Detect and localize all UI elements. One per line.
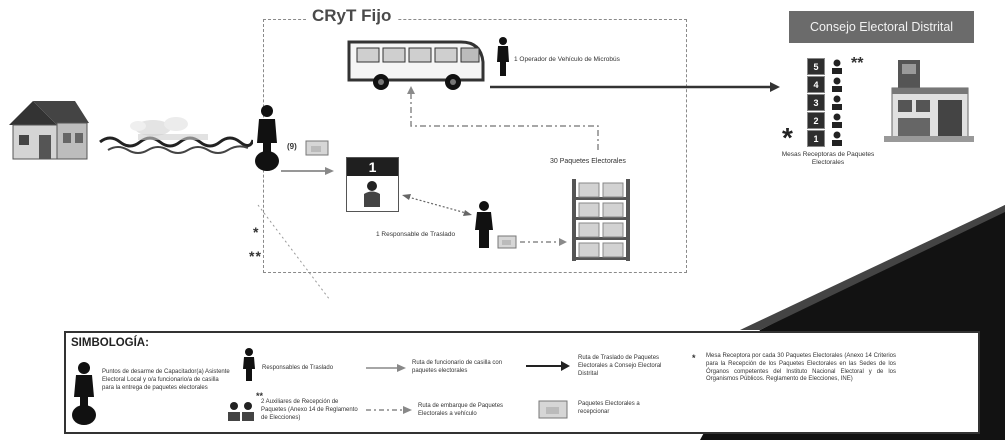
legend-auxiliares: 2 Auxiliares de Recepción de Paquetes (A… [261, 399, 358, 421]
embark-route-line [410, 94, 599, 150]
marker-single-star: * [253, 224, 259, 240]
legend-traslado-route-icon [526, 361, 570, 371]
funcionario-route-arrowhead [325, 167, 334, 175]
legend-responsables: Responsables de Traslado [262, 365, 334, 371]
consejo-title: Consejo Electoral Distrital [789, 11, 974, 43]
mesas-stack: 5 4 3 2 1 [807, 58, 847, 150]
route-to-consejo-arrowhead [770, 82, 780, 92]
mesas-single-star: * [782, 122, 793, 153]
legend-paquetes-recepcion: Paquetes Electorales a recepcionar [578, 401, 640, 415]
responsable-label: 1 Responsable de Traslado [376, 231, 456, 238]
legend-ruta-traslado: Ruta de Traslado de Paquetes Electorales… [578, 355, 662, 377]
legend-panel: SIMBOLOGÍA: Puntos de desarme de Capacit… [64, 331, 980, 434]
paquete-icon [305, 140, 329, 156]
cryt-title: CRyT Fijo [306, 6, 398, 26]
paquetes-shelf-icon [572, 179, 630, 261]
legend-funcionario-icon [72, 362, 96, 425]
marker-double-star: ** [249, 248, 262, 264]
mesa-number: 4 [807, 76, 825, 93]
handoff-arrowhead-a [402, 194, 411, 200]
responsable-paquete-icon [497, 235, 517, 249]
casilla-number: 1 [347, 158, 398, 176]
legend-title: SIMBOLOGÍA: [71, 337, 149, 349]
legend-funcionario-route-icon [366, 364, 406, 372]
house-icon [9, 101, 89, 160]
legend-ruta-funcionario: Ruta de funcionario de casilla con paque… [412, 360, 503, 374]
paquetes-label: 30 Paquetes Electorales [550, 158, 626, 165]
left-dotted-trail [257, 204, 331, 301]
mesa-number: 5 [807, 58, 825, 75]
casilla-card: 1 [346, 157, 399, 212]
funcionario-person-icon [255, 105, 279, 171]
handoff-dotted-line [407, 196, 467, 214]
embark-route-arrowhead [407, 86, 415, 94]
responsable-person-icon [475, 201, 493, 248]
legend-auxiliares-mark: ** [256, 391, 264, 401]
legend-embarque-route-icon [366, 406, 412, 414]
legend-paquete-icon [538, 400, 568, 419]
mesas-double-star: ** [851, 55, 864, 72]
legend-responsable-icon [243, 348, 255, 381]
bus-icon [347, 40, 485, 90]
operador-person-icon [497, 37, 509, 76]
mesa-person-icons [832, 59, 842, 146]
legend-ruta-embarque: Ruta de embarque de Paquetes Electorales… [418, 403, 504, 417]
mesa-number: 2 [807, 112, 825, 129]
count-label: (9) [287, 142, 297, 151]
casilla-person-icon [364, 181, 380, 207]
shelf-route-arrowhead [559, 238, 567, 246]
handoff-arrowhead-b [463, 210, 472, 216]
legend-nota-mark: * [692, 353, 696, 363]
mesa-number: 1 [807, 130, 825, 147]
consejo-building-icon [884, 60, 974, 142]
operador-label: 1 Operador de Vehículo de Microbús [514, 56, 620, 63]
water-icon [99, 117, 253, 154]
mesa-number: 3 [807, 94, 825, 111]
legend-puntos-desarmar: Puntos de desarme de Capacitador(a) Asis… [102, 369, 230, 391]
mesas-label: Mesas Receptoras de Paquetes Electorales [781, 151, 875, 167]
legend-auxiliares-icon [228, 402, 254, 421]
legend-nota: Mesa Receptora por cada 30 Paquetes Elec… [706, 353, 896, 383]
